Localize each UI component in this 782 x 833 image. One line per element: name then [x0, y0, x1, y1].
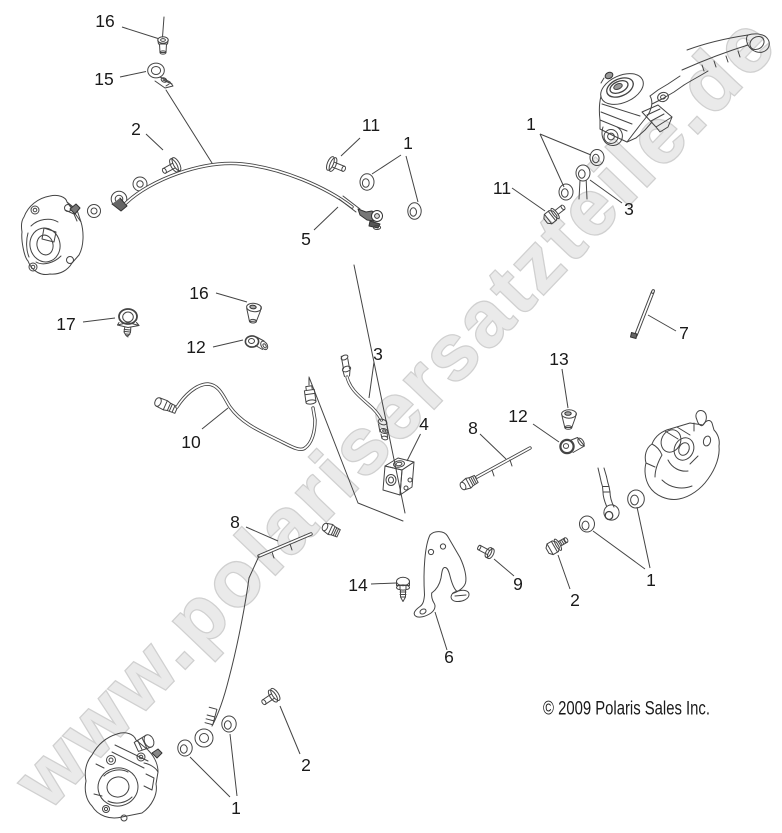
svg-text:4: 4 — [419, 414, 429, 434]
svg-text:11: 11 — [493, 178, 511, 198]
svg-text:12: 12 — [186, 337, 205, 357]
svg-text:2: 2 — [301, 755, 311, 775]
svg-text:2: 2 — [570, 590, 580, 610]
svg-text:13: 13 — [549, 349, 568, 369]
svg-text:16: 16 — [189, 283, 208, 303]
svg-text:1: 1 — [403, 133, 413, 153]
svg-text:8: 8 — [468, 418, 478, 438]
svg-text:16: 16 — [95, 11, 114, 31]
svg-text:10: 10 — [181, 432, 201, 452]
svg-text:5: 5 — [301, 229, 311, 249]
svg-text:11: 11 — [362, 115, 380, 135]
svg-text:3: 3 — [373, 344, 383, 364]
svg-text:1: 1 — [526, 114, 536, 134]
svg-text:17: 17 — [56, 314, 75, 334]
svg-text:15: 15 — [94, 69, 113, 89]
svg-text:7: 7 — [679, 323, 689, 343]
svg-text:3: 3 — [624, 199, 634, 219]
svg-text:8: 8 — [230, 512, 240, 532]
svg-text:1: 1 — [231, 798, 241, 818]
svg-text:6: 6 — [444, 647, 454, 667]
svg-text:9: 9 — [513, 574, 523, 594]
svg-text:14: 14 — [348, 575, 368, 595]
svg-text:2: 2 — [131, 119, 141, 139]
svg-text:1: 1 — [646, 570, 656, 590]
svg-text:12: 12 — [508, 406, 527, 426]
svg-text:© 2009 Polaris Sales Inc.: © 2009 Polaris Sales Inc. — [543, 699, 710, 720]
